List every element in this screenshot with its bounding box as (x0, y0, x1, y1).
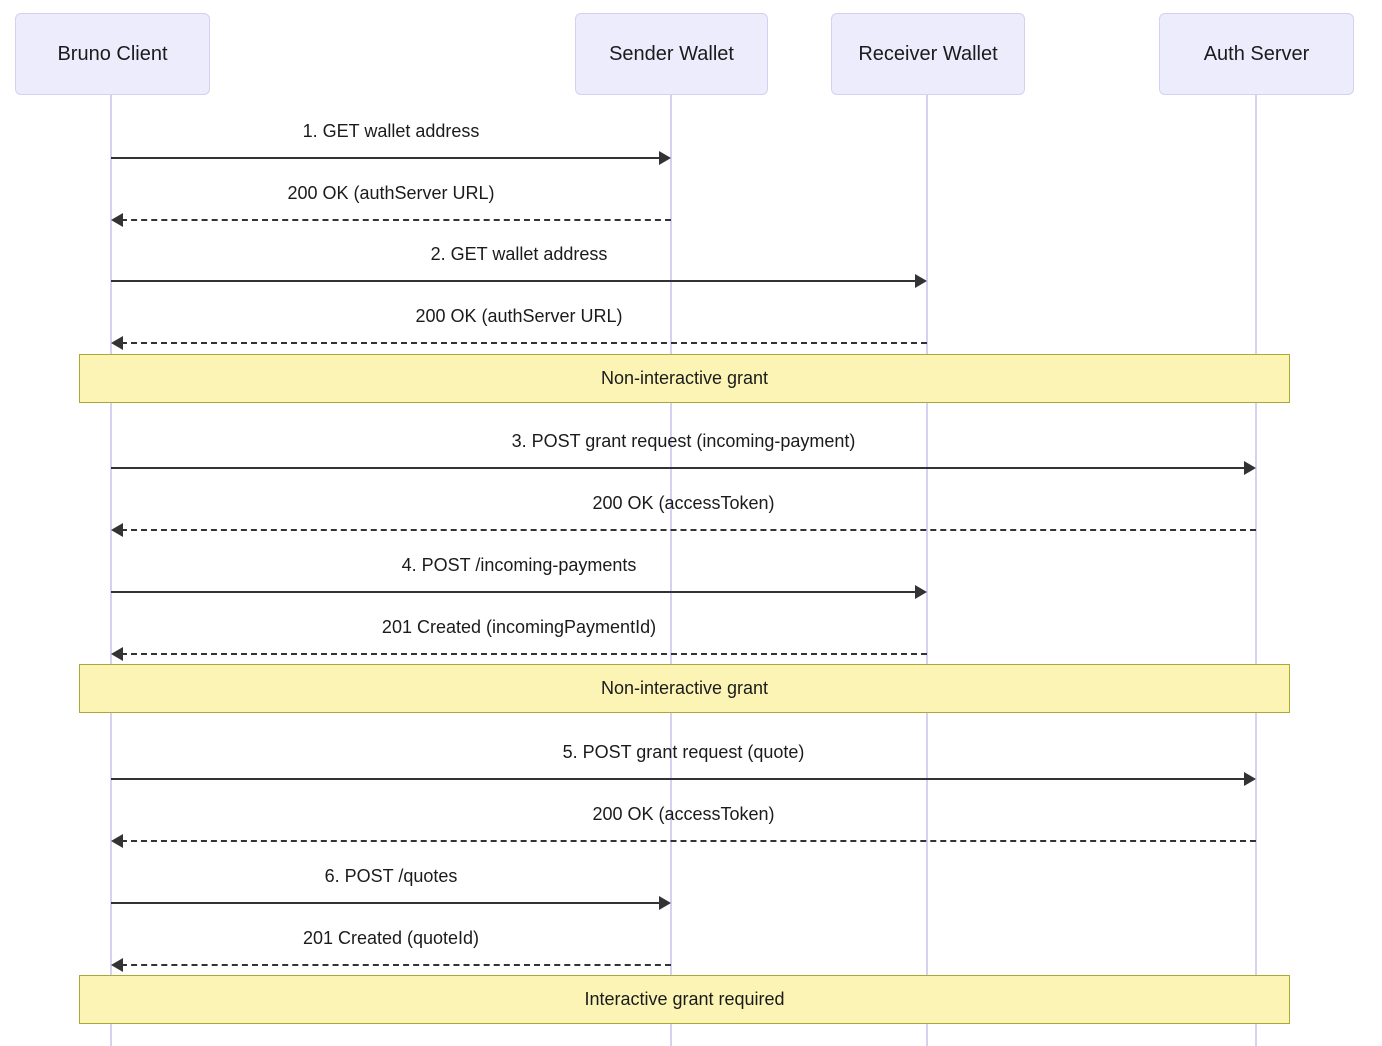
note-label: Non-interactive grant (600, 368, 769, 388)
participant-label: Bruno Client (57, 42, 168, 65)
message-label: 200 OK (authServer URL) (287, 183, 495, 203)
lifeline-sender-wallet (670, 95, 672, 1046)
note-interactive-grant-required: Interactive grant required (79, 975, 1290, 1024)
arrow-head-icon (111, 834, 123, 848)
message-line (121, 342, 927, 344)
message-line (111, 280, 917, 282)
note-label: Non-interactive grant (600, 678, 769, 698)
message-line (111, 591, 917, 593)
message-label: 201 Created (quoteId) (302, 928, 480, 948)
lifeline-receiver-wallet (926, 95, 928, 1046)
message-line (121, 964, 671, 966)
message-line (121, 653, 927, 655)
arrow-head-icon (659, 896, 671, 910)
participant-auth-server[interactable]: Auth Server (1159, 13, 1354, 95)
note-non-interactive-grant-1: Non-interactive grant (79, 354, 1290, 403)
arrow-head-icon (915, 585, 927, 599)
message-line (111, 778, 1246, 780)
arrow-head-icon (1244, 461, 1256, 475)
message-label: 200 OK (accessToken) (592, 493, 775, 513)
participant-label: Sender Wallet (609, 42, 734, 65)
message-label: 3. POST grant request (incoming-payment) (511, 431, 856, 451)
note-non-interactive-grant-2: Non-interactive grant (79, 664, 1290, 713)
message-label: 6. POST /quotes (324, 866, 458, 886)
message-line (111, 902, 661, 904)
message-label: 200 OK (accessToken) (592, 804, 775, 824)
arrow-head-icon (915, 274, 927, 288)
arrow-head-icon (111, 958, 123, 972)
message-label: 1. GET wallet address (302, 121, 480, 141)
message-line (121, 529, 1256, 531)
participant-label: Receiver Wallet (858, 42, 998, 65)
participant-label: Auth Server (1203, 42, 1310, 65)
arrow-head-icon (111, 213, 123, 227)
message-label: 2. GET wallet address (430, 244, 608, 264)
message-line (121, 840, 1256, 842)
message-line (121, 219, 671, 221)
message-label: 201 Created (incomingPaymentId) (381, 617, 657, 637)
arrow-head-icon (111, 647, 123, 661)
message-label: 4. POST /incoming-payments (401, 555, 637, 575)
participant-bruno-client[interactable]: Bruno Client (15, 13, 210, 95)
arrow-head-icon (1244, 772, 1256, 786)
participant-sender-wallet[interactable]: Sender Wallet (575, 13, 768, 95)
message-line (111, 467, 1246, 469)
message-label: 200 OK (authServer URL) (415, 306, 623, 326)
lifeline-auth-server (1255, 95, 1257, 1046)
participant-receiver-wallet[interactable]: Receiver Wallet (831, 13, 1025, 95)
arrow-head-icon (111, 336, 123, 350)
lifeline-bruno-client (110, 95, 112, 1046)
message-line (111, 157, 661, 159)
note-label: Interactive grant required (584, 989, 785, 1009)
arrow-head-icon (659, 151, 671, 165)
message-label: 5. POST grant request (quote) (562, 742, 805, 762)
arrow-head-icon (111, 523, 123, 537)
